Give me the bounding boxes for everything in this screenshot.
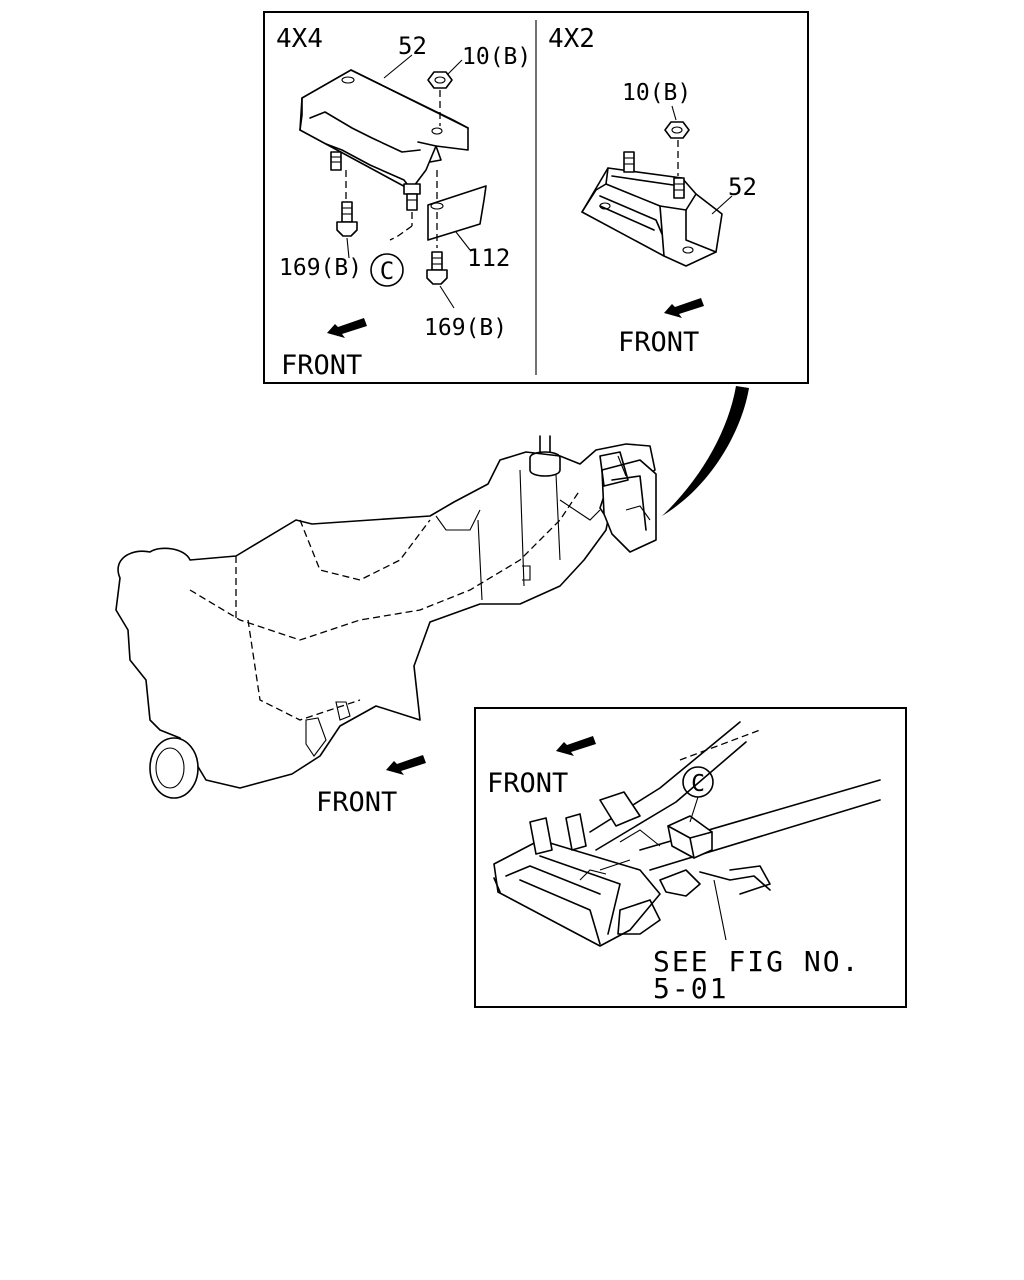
leader-112 — [455, 231, 471, 251]
leader-52-4x2 — [711, 195, 733, 215]
callout-52-4x4: 52 — [398, 32, 427, 60]
leader-52-4x4 — [383, 54, 413, 79]
leader-10b-4x4 — [447, 59, 463, 75]
panel-4x2: 4X2 10(B) 52 — [548, 24, 757, 358]
bracket-52-4x4 — [299, 69, 469, 191]
leader-see-fig — [713, 879, 727, 941]
reference-c-circle-frame: C — [682, 766, 714, 823]
front-label-frame: FRONT — [487, 768, 568, 799]
callout-10b-4x2: 10(B) — [622, 80, 691, 106]
panel-4x4-title: 4X4 — [276, 24, 323, 54]
callout-10b-4x4: 10(B) — [462, 44, 531, 70]
callout-169b-right: 169(B) — [424, 315, 507, 341]
callout-52-4x2: 52 — [728, 173, 757, 201]
front-arrow-icon-4x2 — [664, 298, 704, 318]
callout-swoosh — [662, 386, 749, 516]
callout-112: 112 — [467, 244, 510, 272]
leader-169b-right — [439, 285, 455, 309]
callout-169b-left: 169(B) — [279, 255, 362, 281]
front-label-4x2: FRONT — [618, 327, 699, 358]
reference-c-label-frame: C — [691, 771, 705, 797]
frame-detail-panel: FRONT — [474, 707, 907, 1008]
front-arrow-icon-main — [386, 755, 426, 775]
transmission-assembly — [115, 435, 657, 799]
see-fig-line2: 5-01 — [653, 972, 728, 1005]
front-label-main: FRONT — [316, 787, 397, 818]
reference-c-circle-4x4: C — [370, 253, 404, 287]
plate-112 — [427, 170, 487, 248]
leader-169b-left — [346, 237, 350, 259]
mount-52-4x2 — [581, 151, 723, 267]
stud-left-4x4 — [330, 151, 347, 200]
front-arrow-icon-frame — [556, 736, 596, 756]
stud-right-4x4 — [389, 183, 421, 241]
nut-10b-4x4 — [427, 71, 453, 126]
panel-4x4: 4X4 — [276, 24, 531, 381]
vehicle-frame — [493, 721, 881, 947]
bolt-169b-left — [336, 201, 358, 237]
front-label-4x4: FRONT — [281, 350, 362, 381]
leader-10b-4x2 — [671, 105, 677, 121]
bolt-169b-right — [426, 251, 448, 285]
reference-c-label-4x4: C — [380, 257, 394, 285]
panel-4x2-title: 4X2 — [548, 24, 595, 54]
front-arrow-icon-4x4 — [327, 318, 367, 338]
see-fig-line1: SEE FIG NO. — [653, 945, 860, 978]
nut-10b-4x2 — [664, 121, 690, 176]
